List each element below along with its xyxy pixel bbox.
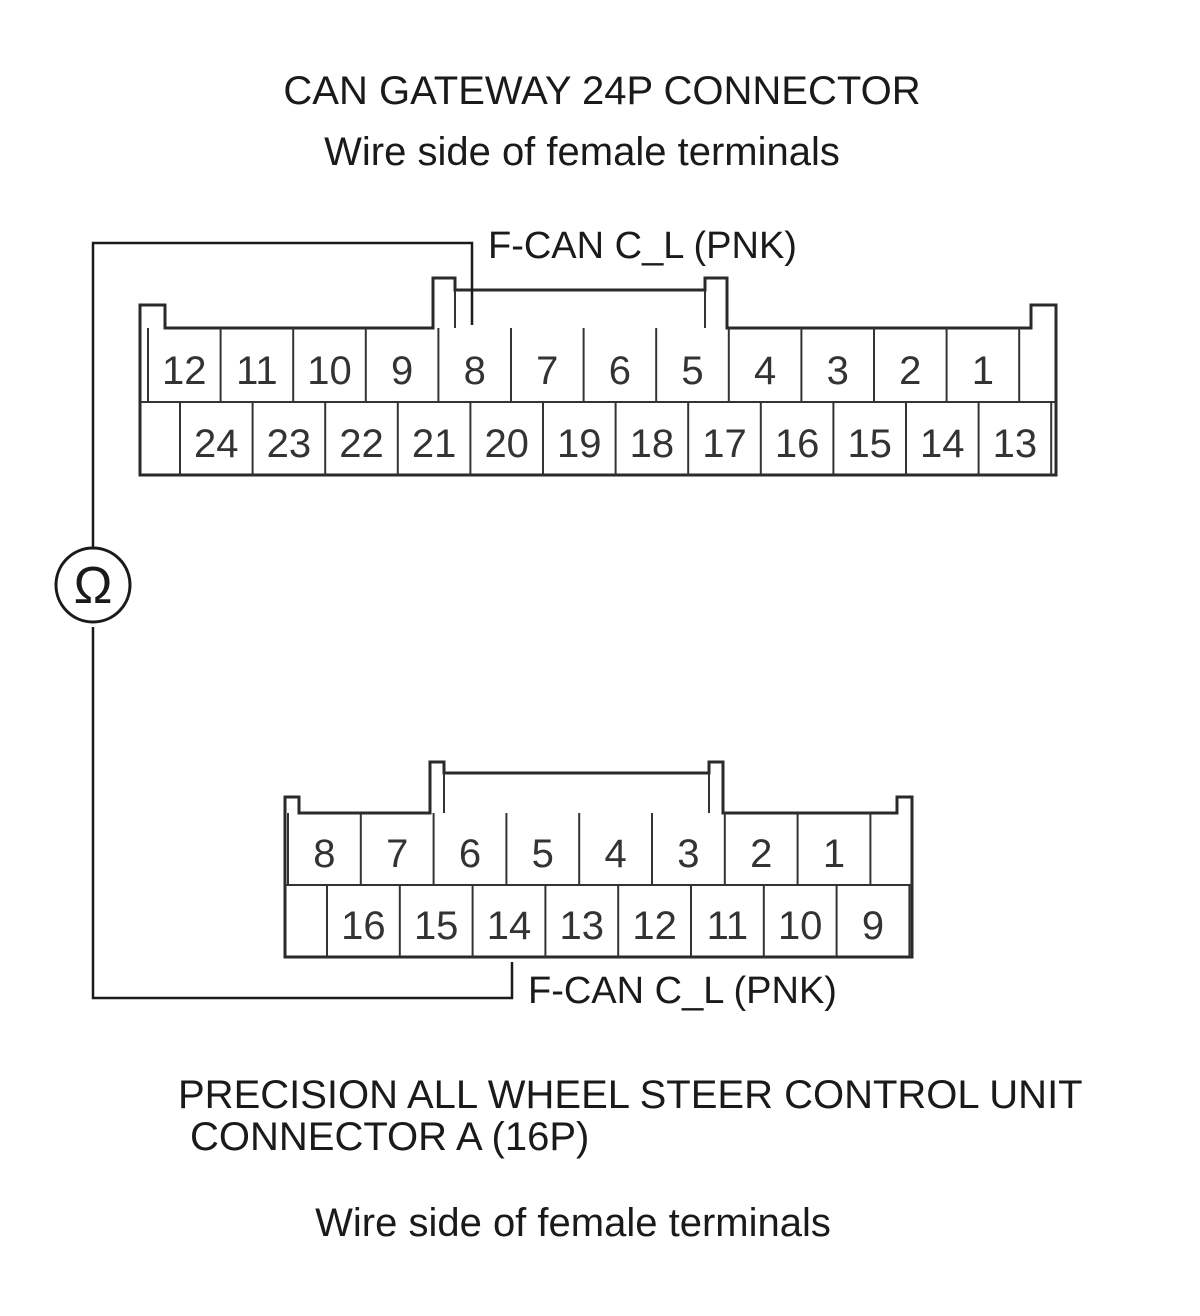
- top-row2-terminal-19: 19: [557, 422, 602, 466]
- bottom-row1-terminal-4: 4: [604, 832, 626, 876]
- top-row2-cells: 24 23 22 21 20 19 18 17 16 15 14 13: [179, 402, 1053, 475]
- top-row1-terminal-8: 8: [464, 349, 486, 393]
- bottom-connector-title-line2: CONNECTOR A (16P): [190, 1115, 589, 1159]
- bottom-row2-terminal-12: 12: [632, 904, 677, 948]
- bottom-probe-label: F-CAN C_L (PNK): [528, 970, 837, 1012]
- bottom-row1-terminal-3: 3: [677, 832, 699, 876]
- bottom-connector-title-line1: PRECISION ALL WHEEL STEER CONTROL UNIT: [178, 1073, 1083, 1117]
- top-row2-terminal-16: 16: [775, 422, 820, 466]
- top-probe-wire: [91, 241, 474, 553]
- top-row1-terminal-7: 7: [536, 349, 558, 393]
- top-row2-terminal-23: 23: [267, 422, 312, 466]
- bottom-row2-terminal-9: 9: [862, 904, 884, 948]
- top-row1-terminal-1: 1: [972, 349, 994, 393]
- bottom-row2-terminal-14: 14: [487, 904, 532, 948]
- bottom-row2-terminal-13: 13: [560, 904, 605, 948]
- bottom-connector: 8 7 6 5 4 3 2 1 16 15 14 13 12 11 10 9: [283, 760, 914, 959]
- ohm-symbol: Ω: [74, 557, 113, 615]
- bottom-row2-cells: 16 15 14 13 12 11 10 9: [326, 885, 911, 957]
- top-row2-terminal-20: 20: [484, 422, 529, 466]
- top-row2-terminal-22: 22: [339, 422, 384, 466]
- top-row2-terminal-21: 21: [412, 422, 457, 466]
- bottom-connector-subtitle: Wire side of female terminals: [315, 1201, 831, 1245]
- top-row2-terminal-24: 24: [194, 422, 239, 466]
- bottom-row2-terminal-15: 15: [414, 904, 459, 948]
- bottom-row2-terminal-11: 11: [707, 904, 749, 948]
- top-connector-subtitle: Wire side of female terminals: [324, 130, 840, 174]
- top-row1-terminal-6: 6: [609, 349, 631, 393]
- bottom-row1-terminal-8: 8: [313, 832, 335, 876]
- bottom-row1-terminal-2: 2: [750, 832, 772, 876]
- bottom-row1-terminal-6: 6: [459, 832, 481, 876]
- bottom-probe-wire: [91, 627, 514, 1000]
- top-row1-terminal-12: 12: [162, 349, 207, 393]
- top-row2-terminal-13: 13: [993, 422, 1038, 466]
- bottom-row2-terminal-16: 16: [341, 904, 386, 948]
- top-row1-terminal-4: 4: [754, 349, 776, 393]
- top-row2-terminal-15: 15: [847, 422, 892, 466]
- top-row1-terminal-11: 11: [236, 349, 278, 393]
- top-probe-label: F-CAN C_L (PNK): [488, 225, 797, 267]
- top-row1-terminal-3: 3: [827, 349, 849, 393]
- ohmmeter-circle: [54, 546, 132, 624]
- bottom-row1-terminal-7: 7: [386, 832, 408, 876]
- bottom-row1-terminal-5: 5: [532, 832, 554, 876]
- top-connector-title: CAN GATEWAY 24P CONNECTOR: [283, 69, 920, 113]
- top-row1-terminal-10: 10: [307, 349, 352, 393]
- top-row2-terminal-17: 17: [702, 422, 747, 466]
- top-row2-terminal-18: 18: [630, 422, 675, 466]
- ohmmeter-icon: Ω: [54, 546, 132, 624]
- top-row2-terminal-14: 14: [920, 422, 965, 466]
- bottom-row1-cells: 8 7 6 5 4 3 2 1: [287, 813, 872, 885]
- top-row1-terminal-9: 9: [391, 349, 413, 393]
- bottom-row1-terminal-1: 1: [823, 832, 845, 876]
- top-row1-terminal-5: 5: [681, 349, 703, 393]
- top-row1-terminal-2: 2: [899, 349, 921, 393]
- top-row1-cells: 12 11 10 9 8 7 6 5 4 3 2 1: [147, 328, 1021, 402]
- bottom-row2-terminal-10: 10: [778, 904, 823, 948]
